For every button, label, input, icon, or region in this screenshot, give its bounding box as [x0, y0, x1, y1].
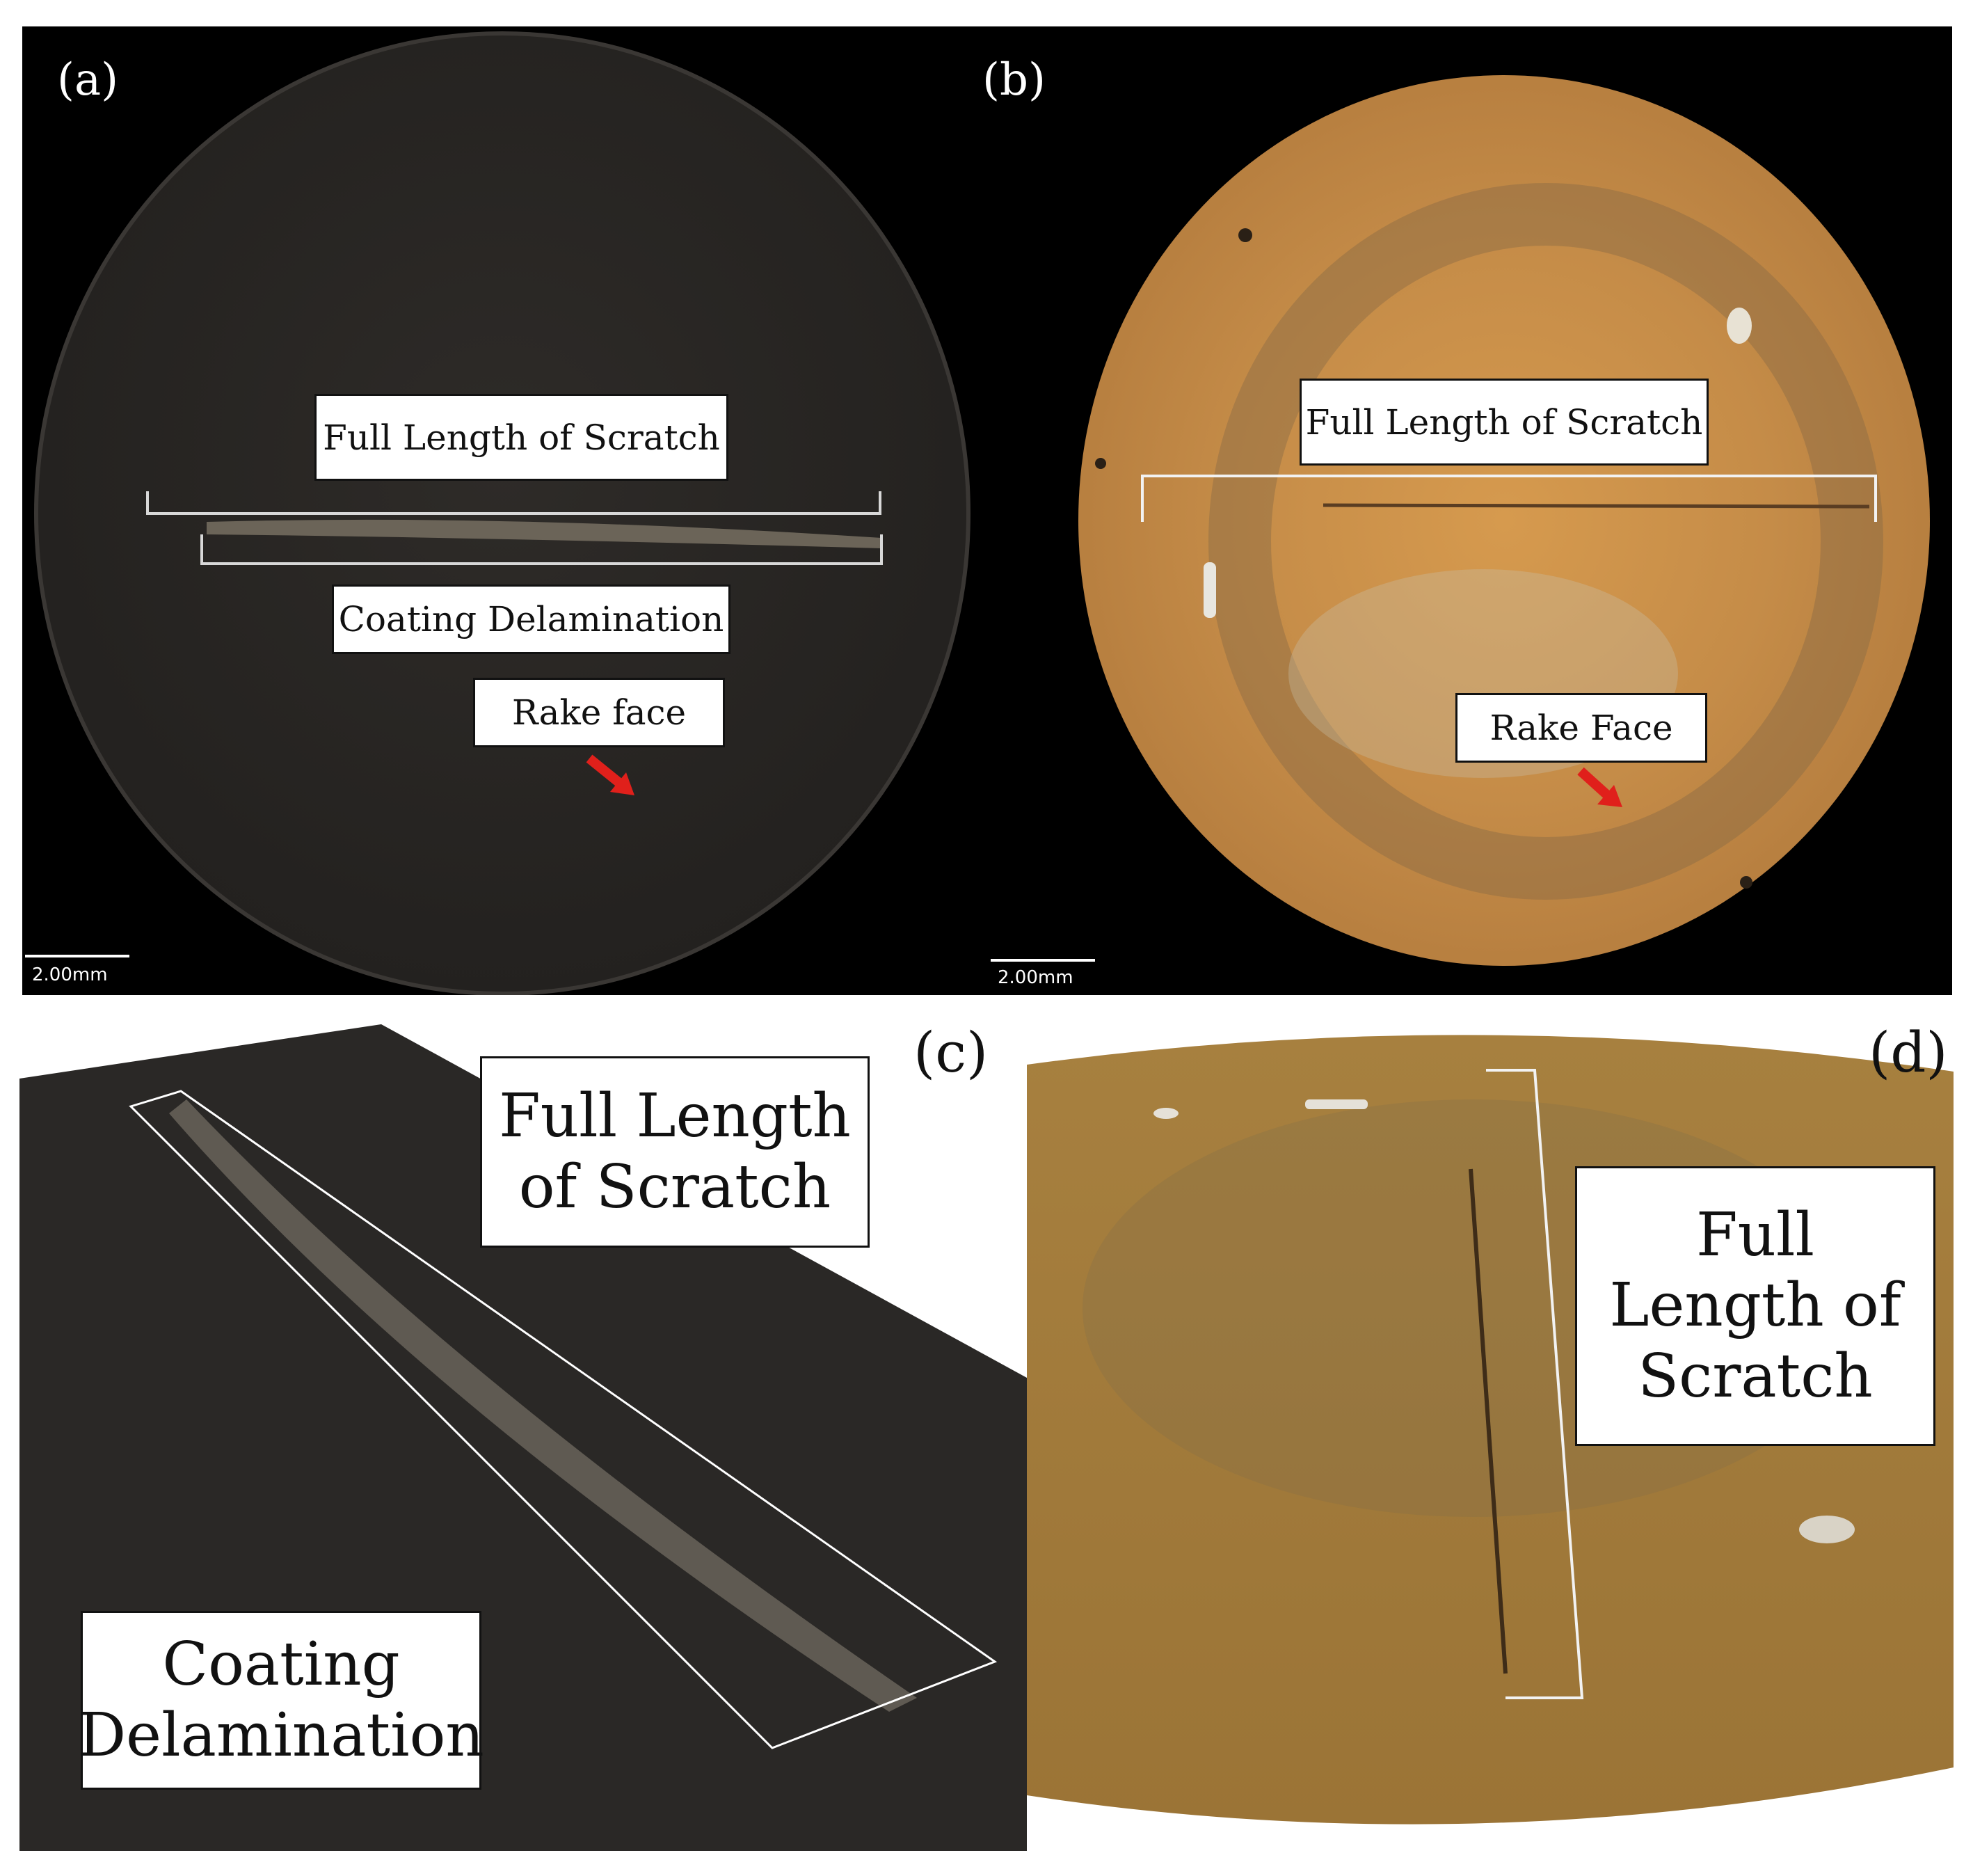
scale-bar-a — [25, 955, 129, 957]
full-length-outline — [129, 1090, 998, 1749]
full-length-bracket — [1486, 1069, 1584, 1699]
panel-b: (b) Full Length of Scratch Rake Face 2.0… — [975, 26, 1952, 995]
panel-a: (a) Full Length of Scratch Coating Delam… — [22, 26, 975, 995]
panel-letter-a: (a) — [57, 54, 119, 106]
panel-d: (d) Full Length of Scratch — [1027, 1016, 1954, 1865]
label-full-length-b: Full Length of Scratch — [1300, 379, 1709, 466]
label-full-length-c: Full Length of Scratch — [480, 1056, 870, 1248]
panel-letter-b: (b) — [982, 54, 1046, 106]
rake-face-arrow — [1577, 767, 1622, 807]
panel-b-photo — [1078, 75, 1930, 966]
label-full-length-a: Full Length of Scratch — [314, 394, 728, 481]
scratch-line-3d — [1469, 1168, 1508, 1674]
scale-label-b: 2.00mm — [998, 967, 1073, 988]
bronze-coated-insert — [1078, 75, 1930, 966]
label-rake-face-a: Rake face — [473, 678, 725, 747]
panel-letter-c: (c) — [913, 1020, 989, 1085]
label-rake-face-b: Rake Face — [1455, 693, 1707, 763]
scratch-track-3d — [169, 1099, 917, 1712]
delamination-bracket — [200, 534, 883, 565]
label-full-length-d: Full Length of Scratch — [1575, 1166, 1935, 1446]
scratch-line — [1323, 503, 1870, 509]
full-length-bracket — [146, 491, 881, 515]
scale-bar-b — [991, 959, 1095, 962]
label-coating-delamination-c: Coating Delamination — [78, 1611, 484, 1790]
panel-c: (c) Full Length of Scratch Coating Delam… — [19, 1016, 1027, 1851]
panel-letter-d: (d) — [1869, 1020, 1948, 1085]
scale-label-a: 2.00mm — [32, 964, 108, 985]
panel-a-photo — [34, 31, 970, 995]
wear-ring — [1208, 183, 1883, 900]
rake-face-arrow — [586, 754, 634, 795]
label-coating-delamination-a: Coating Delamination — [332, 585, 730, 654]
full-length-bracket — [1141, 475, 1877, 522]
scratch-track — [207, 519, 881, 548]
